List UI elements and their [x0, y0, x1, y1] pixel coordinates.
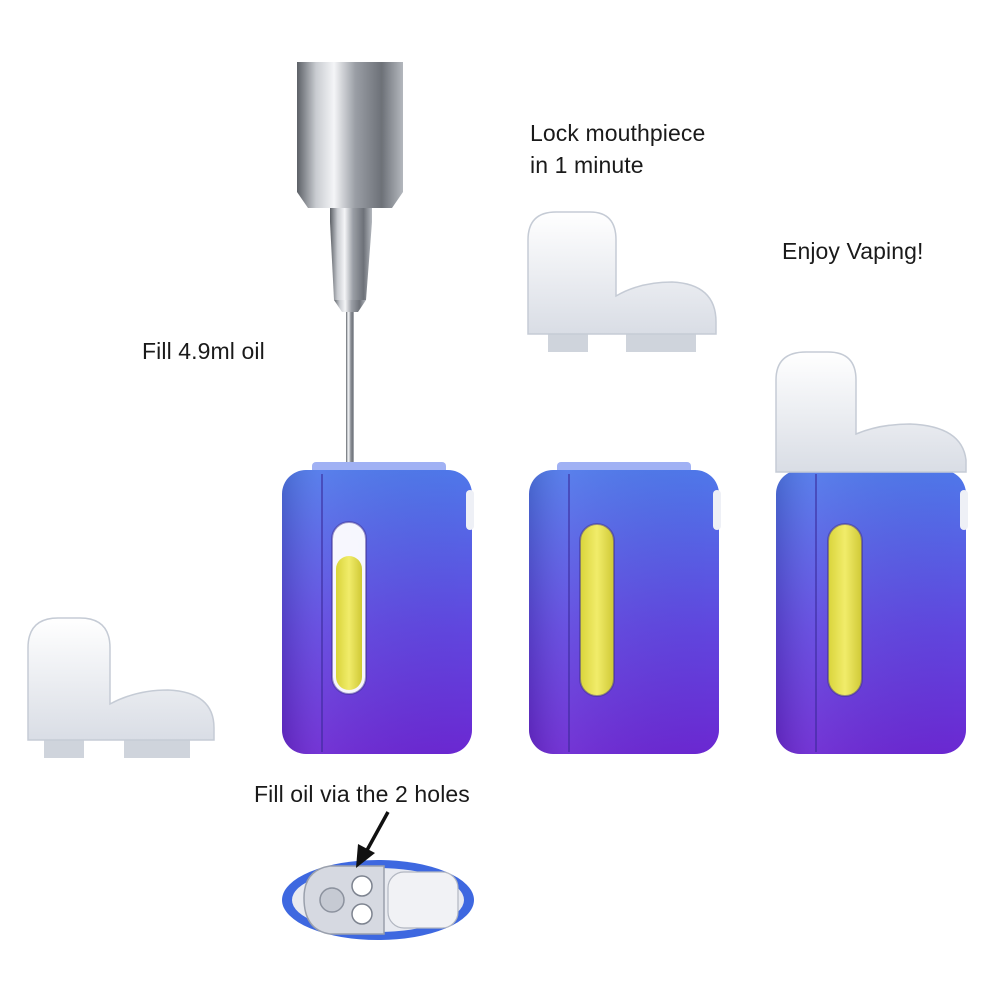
- enjoy-label: Enjoy Vaping!: [782, 238, 924, 264]
- top-view-holes: [282, 860, 474, 940]
- lock-mouthpiece-label-line2: in 1 minute: [530, 152, 644, 178]
- fill-hole-2-icon: [351, 903, 373, 925]
- mouthpiece-left-icon: [27, 617, 215, 758]
- device-ready: [529, 462, 721, 754]
- device-filling: [282, 462, 474, 754]
- lock-mouthpiece-label-line1: Lock mouthpiece: [530, 120, 706, 146]
- fill-amount-label: Fill 4.9ml oil: [142, 338, 265, 364]
- fill-holes-label: Fill oil via the 2 holes: [254, 781, 470, 807]
- mouthpiece-upper-icon: [527, 211, 717, 352]
- fill-hole-1-icon: [351, 875, 373, 897]
- arrow-pointer-icon: [356, 811, 390, 868]
- syringe-needle-icon: [297, 62, 403, 462]
- device-assembled: [775, 351, 968, 754]
